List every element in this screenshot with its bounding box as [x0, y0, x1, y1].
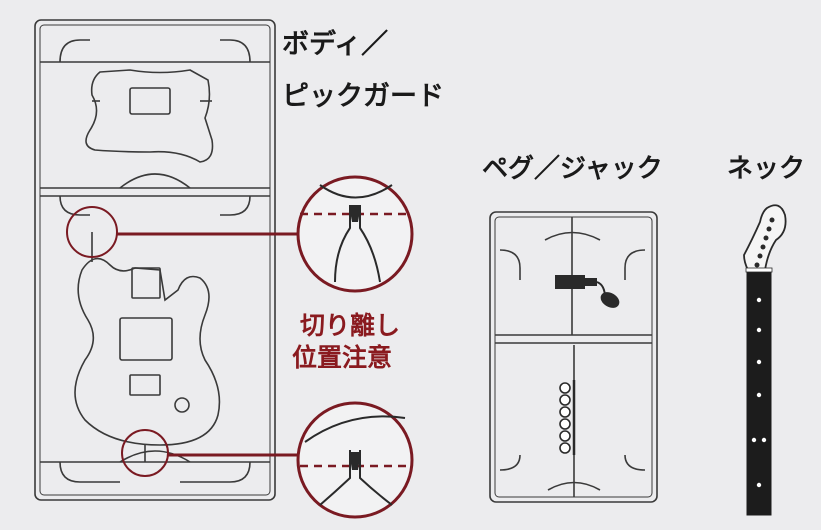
fret-marker-4: [756, 392, 762, 398]
peg-parts: [559, 380, 576, 455]
guitar-body-pickup-cavity: [119, 317, 173, 361]
runner-loop-left-top: [59, 39, 90, 63]
gate-highlight-top: [66, 206, 118, 258]
fret-marker-5b: [761, 437, 767, 443]
label-body-pickguard-line1: ボディ／: [282, 29, 389, 60]
neck-fretboard: [746, 269, 772, 516]
peg-1: [559, 382, 571, 394]
pickguard-cutout: [129, 87, 171, 115]
tuner-hole-1: [769, 217, 775, 223]
runner-loop-right-bottom: [180, 461, 251, 483]
peg-runner-loop-tl: [499, 249, 521, 280]
neck-part: [743, 204, 787, 516]
jack-part-end: [600, 292, 620, 308]
peg-sprue-outer-frame: [489, 211, 658, 503]
guitar-body-neck-pocket: [131, 267, 161, 299]
jack-part-plug: [585, 278, 597, 286]
peg-3: [559, 406, 571, 418]
runner-hub-bottom: [119, 450, 191, 463]
runner-loop-right-top: [220, 39, 251, 63]
magnifier-bottom-part-edge: [304, 415, 406, 443]
label-body-pickguard-line2: ピックガード: [282, 81, 444, 112]
fret-marker-3: [756, 359, 762, 365]
peg-jack-sprue: [489, 211, 658, 503]
peg-runner-loop-bl: [499, 454, 521, 471]
guitar-body-jack: [174, 397, 190, 413]
peg-5: [559, 430, 571, 442]
runner-loop-right-mid: [220, 195, 251, 216]
fret-marker-2: [756, 327, 762, 333]
neck-tuner-holes: [754, 217, 775, 268]
body-pickguard-sprue: [34, 19, 276, 501]
peg-runner-hub-top: [544, 231, 601, 241]
magnifier-bottom-runner: [319, 450, 393, 506]
callout-magnifier-top: [296, 175, 414, 293]
peg-2: [559, 394, 571, 406]
magnifier-top-part-edge: [319, 184, 393, 199]
peg-runner-hub-bottom: [547, 481, 601, 491]
guitar-body-part: [74, 257, 221, 446]
label-peg-jack: ペグ／ジャック: [482, 154, 663, 184]
jack-part-body: [555, 275, 585, 289]
magnifier-bottom-gate: [349, 452, 361, 470]
peg-6: [559, 442, 571, 454]
callout-magnifier-bottom: [296, 401, 414, 519]
magnifier-top-runner: [334, 205, 381, 283]
magnifier-top-ring: [296, 175, 414, 293]
fret-marker-5a: [751, 437, 757, 443]
callout-connectors: [117, 232, 300, 457]
runner-loop-left-bottom: [59, 461, 120, 483]
pickguard-part: [85, 69, 214, 163]
peg-runner-loop-br: [624, 454, 646, 471]
label-neck: ネック: [727, 154, 806, 184]
magnifier-top-gate: [349, 205, 361, 222]
warning-text-line1: 切り離し: [300, 311, 401, 340]
gate-highlights: [66, 206, 169, 477]
guitar-body-control-cavity: [129, 374, 161, 396]
jack-part: [555, 275, 620, 308]
tuner-hole-3: [763, 235, 769, 241]
peg-runner-loop-tr: [624, 249, 646, 280]
runner-loop-left-mid: [59, 195, 90, 216]
fret-marker-6: [756, 482, 762, 488]
warning-text-line2: 位置注意: [292, 343, 393, 372]
neck-nut: [745, 267, 773, 273]
tuner-hole-6: [754, 262, 760, 268]
tuner-hole-5: [757, 253, 763, 259]
sprue-inner-frame: [39, 24, 271, 496]
fret-marker-1: [756, 297, 762, 303]
runner-hub-top: [119, 173, 191, 189]
tuner-hole-2: [766, 226, 772, 232]
sprue-outer-frame: [34, 19, 276, 501]
gate-highlight-bottom: [121, 429, 169, 477]
peg-4: [559, 418, 571, 430]
tuner-hole-4: [760, 244, 766, 250]
neck-fret-markers: [751, 297, 767, 488]
